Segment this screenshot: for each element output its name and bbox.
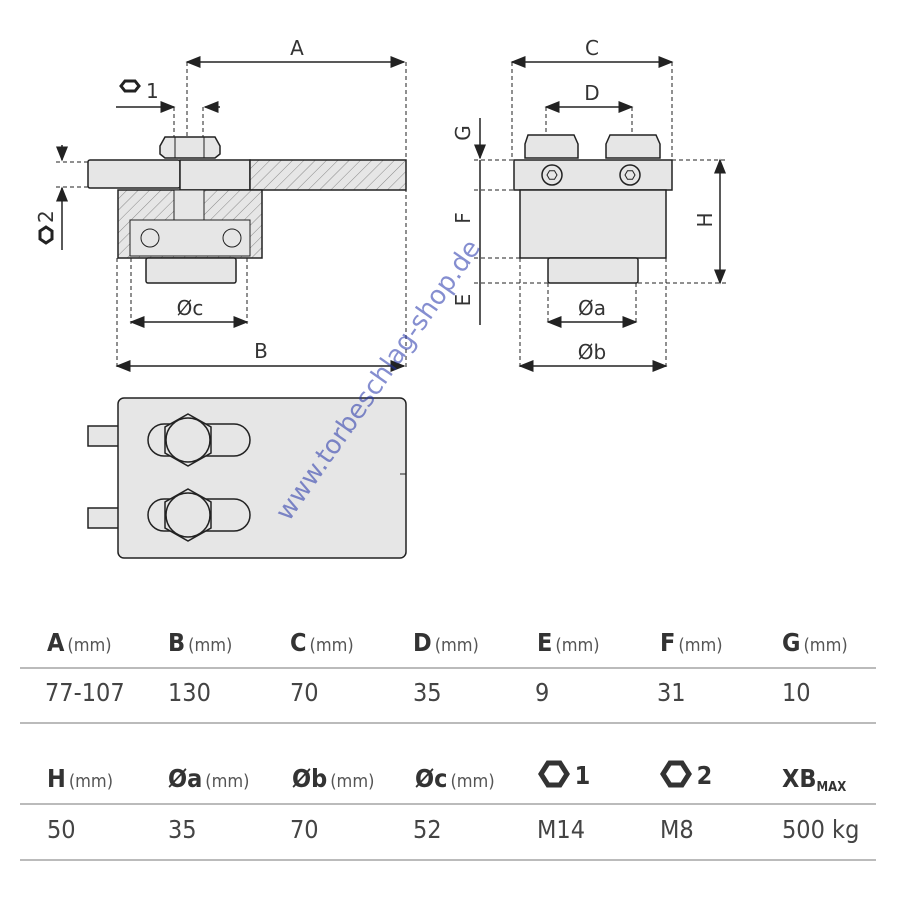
dim-E-label: E — [451, 294, 475, 307]
top-view — [87, 397, 407, 559]
value-C: 70 — [290, 678, 319, 707]
unit: (mm) — [803, 635, 848, 656]
unit: (mm) — [330, 771, 375, 792]
unit: (mm) — [188, 635, 233, 656]
dim-a-label: Øa — [578, 296, 606, 320]
technical-drawing: A 1 2 Øc B C — [34, 36, 726, 559]
hex1-icon — [119, 79, 141, 93]
header-D: D — [413, 628, 432, 657]
spec-value-row-2: 50 35 70 52 M14 M8 500 kg — [20, 815, 876, 855]
dim-F-label: F — [451, 212, 475, 224]
header-xb: XB — [782, 764, 817, 793]
value-B: 130 — [168, 678, 211, 707]
unit: (mm) — [68, 771, 114, 792]
header-G: G — [782, 628, 801, 657]
header-b: Øb — [292, 764, 328, 793]
spec-header-row-2: H(mm) Øa(mm) Øb(mm) Øc(mm) 1 2 XBMAX — [20, 760, 876, 804]
dim-A-label: A — [290, 36, 304, 60]
unit: (mm) — [67, 635, 112, 656]
divider — [20, 667, 876, 669]
value-F: 31 — [657, 678, 686, 707]
value-hex1: M14 — [537, 815, 586, 844]
header-B: B — [168, 628, 186, 657]
header-c: Øc — [415, 764, 448, 793]
dim-B-label: B — [254, 339, 268, 363]
unit: (mm) — [205, 771, 250, 792]
spec-value-row-1: 77-107 130 70 35 9 31 10 — [20, 678, 876, 718]
value-H: 50 — [47, 815, 76, 844]
unit: (mm) — [309, 635, 354, 656]
dim-C-label: C — [585, 36, 599, 60]
unit: (mm) — [450, 771, 495, 792]
header-hex2: 2 — [696, 761, 713, 790]
nut-icon — [159, 136, 221, 159]
header-F: F — [660, 628, 676, 657]
value-hex2: M8 — [660, 815, 694, 844]
hex1-icon — [538, 760, 570, 788]
value-A: 77-107 — [45, 678, 125, 707]
hex2-icon — [38, 225, 54, 245]
header-A: A — [47, 628, 65, 657]
header-xb-sub: MAX — [816, 780, 847, 796]
dim-D-label: D — [584, 81, 599, 105]
unit: (mm) — [434, 635, 479, 656]
side-view — [56, 56, 407, 372]
header-E: E — [537, 628, 553, 657]
unit: (mm) — [555, 635, 600, 656]
dim-c-label: Øc — [177, 296, 204, 320]
divider — [20, 803, 876, 805]
value-b: 70 — [290, 815, 319, 844]
dim-b-label: Øb — [578, 340, 606, 364]
value-E: 9 — [535, 678, 550, 707]
value-G: 10 — [782, 678, 811, 707]
hex2-icon — [660, 760, 692, 788]
header-a: Øa — [168, 764, 203, 793]
unit: (mm) — [678, 635, 723, 656]
spec-header-row-1: A(mm) B(mm) C(mm) D(mm) E(mm) F(mm) G(mm… — [20, 628, 876, 668]
value-D: 35 — [413, 678, 442, 707]
value-c: 52 — [413, 815, 442, 844]
hex1-label: 1 — [146, 79, 159, 103]
header-hex1: 1 — [574, 761, 591, 790]
divider — [20, 722, 876, 724]
dim-H-label: H — [693, 212, 717, 227]
header-H: H — [47, 764, 66, 793]
value-a: 35 — [168, 815, 197, 844]
dim-G-label: G — [451, 125, 475, 141]
front-view — [474, 56, 726, 372]
hex2-label: 2 — [34, 210, 58, 223]
header-C: C — [290, 628, 307, 657]
value-xb-max: 500 kg — [782, 815, 860, 844]
divider — [20, 859, 876, 861]
